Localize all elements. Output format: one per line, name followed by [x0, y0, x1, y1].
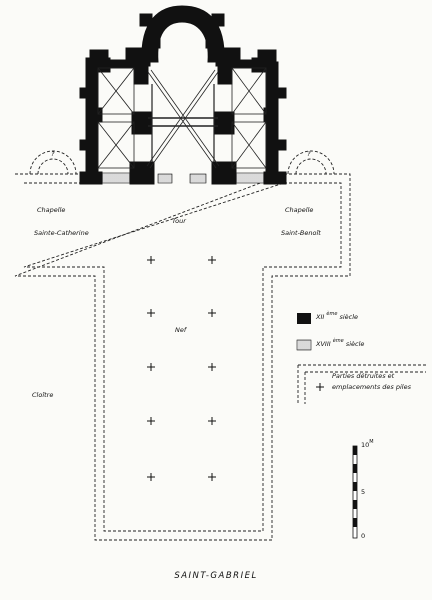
legend-xii-sup: ème [326, 311, 338, 317]
nef-label: Nef [175, 326, 187, 334]
plan-title: SAINT-GABRIEL [174, 571, 258, 581]
legend-destroyed-line1: Parties détruites et [332, 372, 395, 380]
pier-markers [147, 256, 216, 481]
chapelle-left-label: Chapelle [37, 206, 66, 214]
legend-xviii-swatch [296, 339, 312, 351]
destroyed-outline [14, 150, 351, 541]
pier-cross [147, 309, 155, 317]
legend-xviii-suffix: siècle [345, 340, 365, 348]
xii-century-structure [79, 5, 287, 185]
legend-xviii-sup: ème [332, 338, 344, 344]
pier-cross [208, 256, 216, 264]
pier-cross [147, 363, 155, 371]
tour-label: Tour [172, 217, 186, 225]
legend-xviii-text: XVIII ème siècle [316, 338, 365, 348]
pier-cross [208, 363, 216, 371]
legend-xviii-prefix: XVIII [316, 340, 331, 348]
vault-ribs [97, 67, 267, 169]
pier-cross [147, 417, 155, 425]
scale-bottom-label: 0 [361, 532, 366, 540]
chapelle-right-name: Saint-Benoît [281, 229, 321, 237]
pier-cross [208, 473, 216, 481]
pier-cross [147, 473, 155, 481]
scale-bar [352, 445, 358, 539]
legend-swatches [296, 313, 426, 404]
scale-unit: M [369, 439, 374, 445]
pier-cross [208, 309, 216, 317]
xviii-century-infill [100, 172, 267, 184]
legend-xii-swatch [297, 313, 311, 324]
cloitre-label: Cloître [32, 391, 54, 399]
legend-xii-text: XII ème siècle [316, 311, 359, 321]
scale-mid-label: 5 [361, 488, 366, 496]
scale-top-value: 10 [361, 441, 370, 449]
pier-cross [147, 256, 155, 264]
legend-pier-cross [316, 383, 324, 391]
chapelle-right-label: Chapelle [285, 206, 314, 214]
chapelle-left-name: Sainte-Catherine [34, 229, 89, 237]
apse-question-left: ? [51, 150, 55, 158]
legend-destroyed-line2: emplacements des piles [332, 383, 411, 391]
legend-xii-suffix: siècle [339, 313, 359, 321]
legend-xii-prefix: XII [316, 313, 325, 321]
apse-question-right: ? [307, 150, 311, 158]
pier-cross [208, 417, 216, 425]
scale-top-label: 10M [361, 439, 374, 449]
